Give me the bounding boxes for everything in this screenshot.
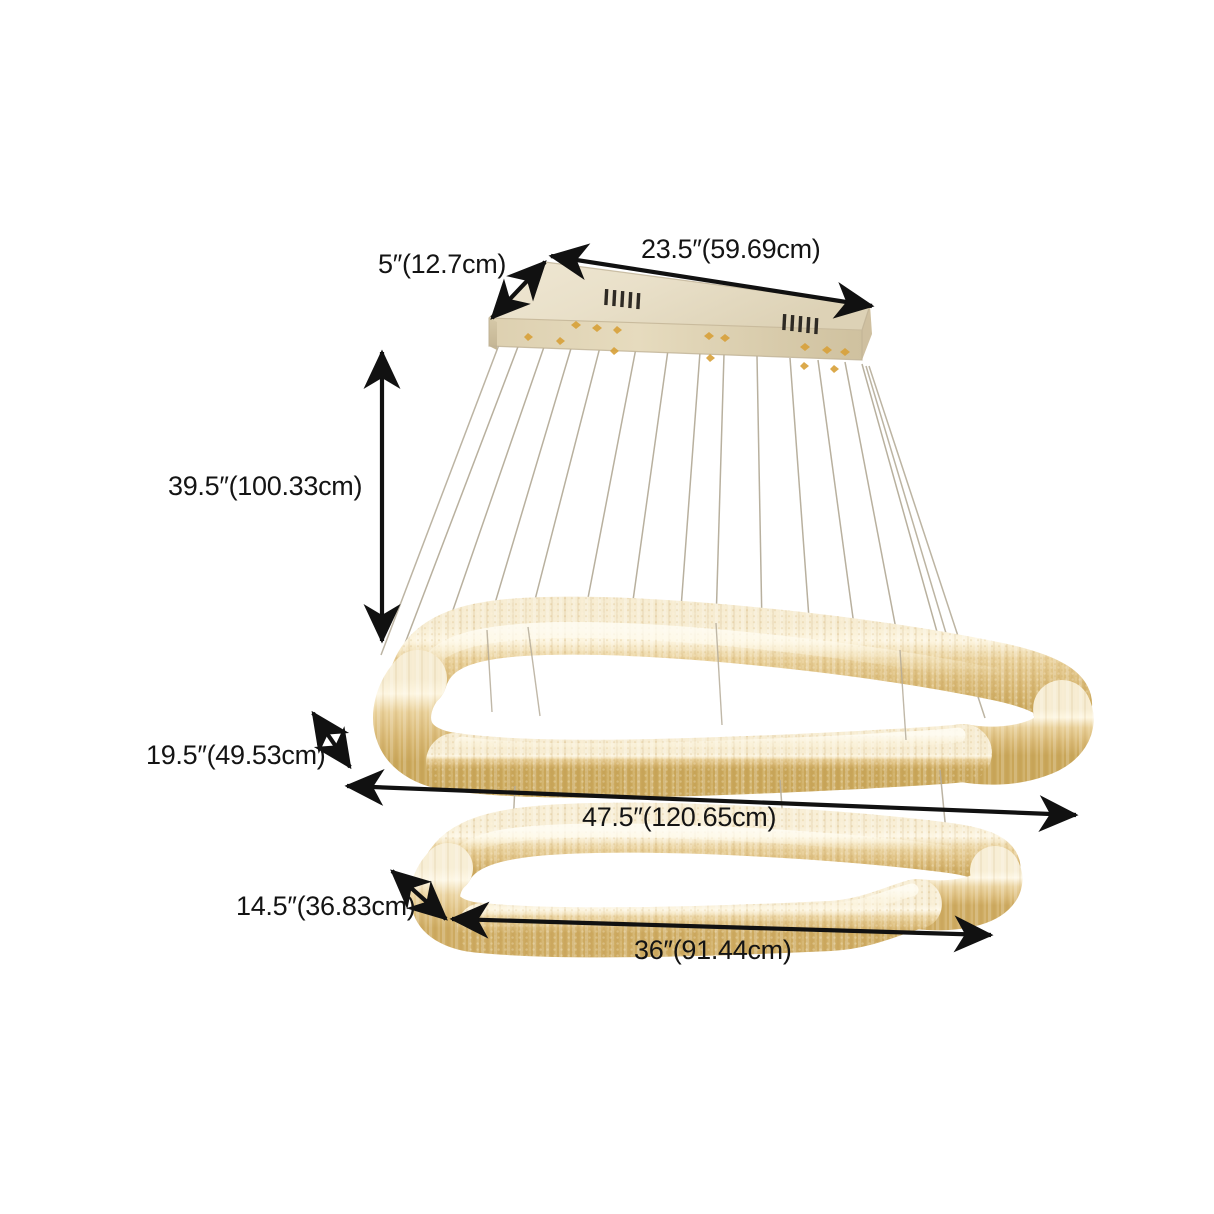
arrow-upper-width: [344, 769, 1079, 832]
arrow-canopy-depth: [490, 260, 547, 320]
label-lower-ring-depth: 14.5″(36.83cm): [236, 891, 416, 921]
label-canopy-width: 23.5″(59.69cm): [641, 234, 821, 264]
label-upper-ring-width: 47.5″(120.65cm): [582, 802, 777, 832]
upper-crystal-ring: [373, 596, 1094, 798]
label-canopy-depth: 5″(12.7cm): [378, 249, 507, 279]
label-drop-height: 39.5″(100.33cm): [168, 471, 363, 501]
arrow-lower-width: [449, 901, 994, 953]
arrow-canopy-width: [548, 243, 875, 319]
label-lower-ring-width: 36″(91.44cm): [634, 935, 792, 965]
label-upper-ring-depth: 19.5″(49.53cm): [146, 740, 326, 770]
arrow-upper-depth: [311, 710, 352, 770]
arrow-lower-depth: [390, 869, 448, 921]
lower-crystal-ring: [410, 802, 1023, 958]
ceiling-canopy: [488, 261, 872, 373]
